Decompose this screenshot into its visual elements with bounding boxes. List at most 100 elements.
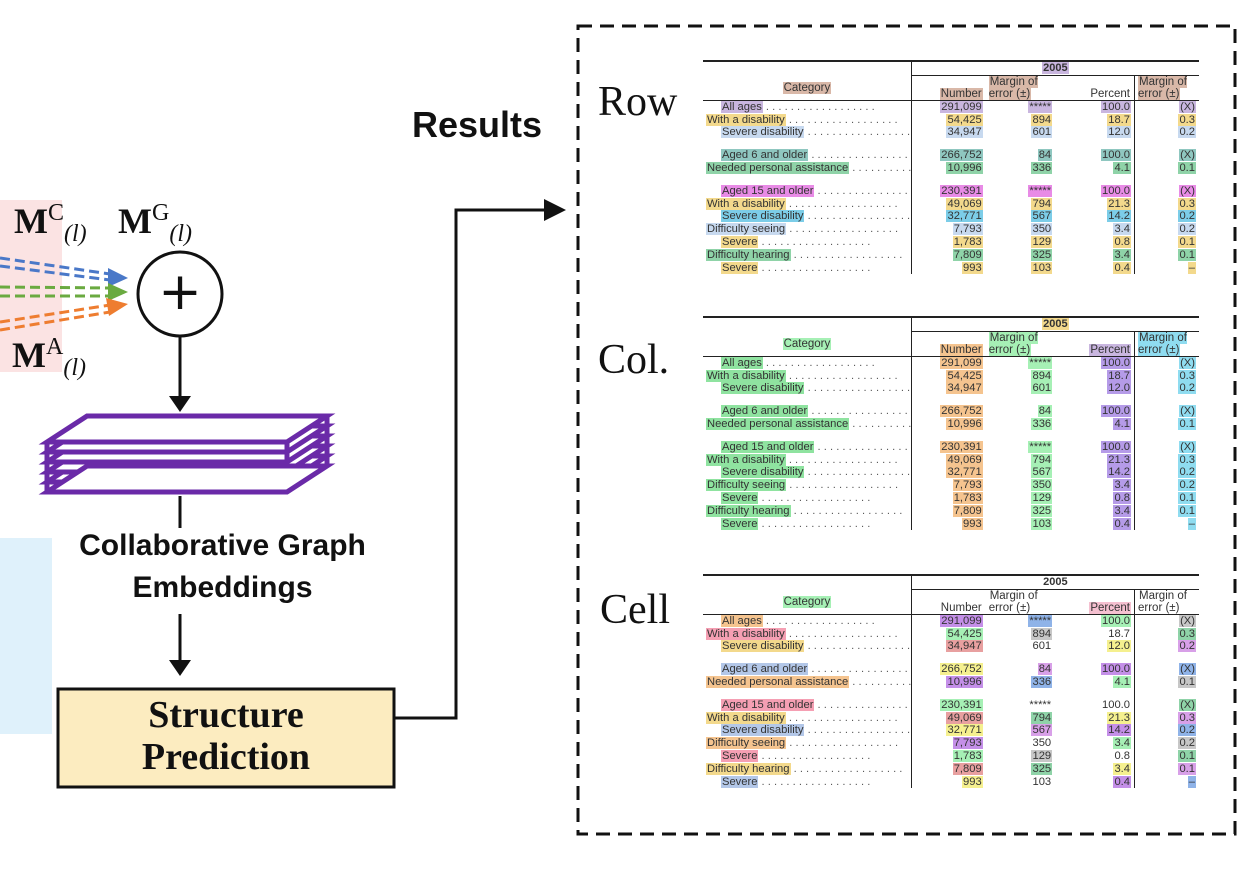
table-cell: 567 xyxy=(986,210,1055,223)
leader-dots: . . . . . . . . . . . . . . . . . . xyxy=(817,440,912,453)
value-margin-error: 84 xyxy=(1037,149,1053,162)
table-cell xyxy=(1055,653,1134,663)
row-label: With a disability xyxy=(706,113,786,126)
value-percent: 100.0 xyxy=(1101,663,1131,676)
table-row: Severe disability . . . . . . . . . . . … xyxy=(703,210,1199,224)
value-percent: 3.4 xyxy=(1113,248,1131,261)
value-margin-error-2: – xyxy=(1187,775,1196,788)
row-label: Aged 6 and older xyxy=(721,149,809,162)
spacer-row xyxy=(703,174,1199,185)
table-cell: 1,783 xyxy=(910,749,986,763)
value-number: 10,996 xyxy=(946,675,983,688)
value-percent: 0.8 xyxy=(1113,491,1131,504)
table-row: Difficulty hearing . . . . . . . . . . .… xyxy=(703,248,1199,262)
table-cell xyxy=(986,175,1055,185)
value-margin-error: 894 xyxy=(1031,113,1053,126)
value-percent: 21.3 xyxy=(1107,453,1131,466)
table-cell: Severe . . . . . . . . . . . . . . . . .… xyxy=(703,775,911,789)
value-margin-error: ***** xyxy=(1028,440,1053,453)
value-number: 34,947 xyxy=(946,640,983,653)
table-cell: (X) xyxy=(1134,356,1199,370)
prediction-line1: Structure xyxy=(148,694,304,736)
header-margin-error-2: Margin of error (±) xyxy=(1138,589,1187,614)
value-margin-error-2: 0.2 xyxy=(1178,466,1196,479)
table-cell: 336 xyxy=(986,675,1055,689)
value-number: 1,783 xyxy=(952,491,983,504)
table-cell: 129 xyxy=(986,235,1055,249)
table-row: All ages . . . . . . . . . . . . . . . .… xyxy=(703,100,1199,114)
table-cell: 350 xyxy=(986,223,1055,236)
table-cell: 0.2 xyxy=(1134,126,1199,140)
value-margin-error: 794 xyxy=(1031,197,1053,210)
table-cell: 7,793 xyxy=(910,479,986,492)
table-cell: 7,809 xyxy=(910,248,986,262)
row-label: Aged 15 and older xyxy=(721,184,815,197)
value-percent: 14.2 xyxy=(1107,724,1131,737)
value-margin-error-2: 0.1 xyxy=(1178,749,1196,762)
table-row: With a disability . . . . . . . . . . . … xyxy=(703,453,1199,467)
table-cell: 0.4 xyxy=(1055,517,1134,531)
table-cell: Margin of error (±) xyxy=(985,331,1056,357)
table-cell: 100.0 xyxy=(1055,405,1134,418)
value-percent: 4.1 xyxy=(1113,417,1131,430)
table-cell: ***** xyxy=(986,356,1055,369)
table-cell: 336 xyxy=(986,417,1055,431)
table-cell xyxy=(910,688,986,699)
table-cell: 325 xyxy=(986,504,1055,518)
value-margin-error-2: (X) xyxy=(1179,184,1196,197)
leader-dots: . . . . . . . . . . . . . . . . . . xyxy=(804,724,912,737)
table-cell: 34,947 xyxy=(910,382,986,396)
value-percent: 14.2 xyxy=(1107,466,1131,479)
table-cell: Difficulty hearing . . . . . . . . . . .… xyxy=(703,248,911,262)
leader-dots: . . . . . . . . . . . . . . . . . . xyxy=(804,466,912,479)
table-cell: – xyxy=(1134,775,1199,789)
table-cell: 3.4 xyxy=(1055,479,1134,492)
value-margin-error-2: (X) xyxy=(1179,356,1196,369)
table-cell xyxy=(1134,395,1199,406)
structure-prediction-label: Structure Prediction xyxy=(58,694,394,778)
table-cell xyxy=(910,139,986,150)
table-cell xyxy=(1134,688,1199,699)
value-percent: 12.0 xyxy=(1107,126,1131,139)
table-cell: Margin of error (±) xyxy=(1134,589,1199,615)
header-category: Category xyxy=(782,81,832,94)
table-row: With a disability . . . . . . . . . . . … xyxy=(703,369,1199,383)
value-margin-error: 350 xyxy=(1031,223,1053,236)
table-row: Aged 15 and older . . . . . . . . . . . … xyxy=(703,698,1199,712)
value-percent: 3.4 xyxy=(1113,504,1131,517)
table-cell: Margin of error (±) xyxy=(985,589,1056,615)
plus-sign: + xyxy=(158,262,202,322)
value-margin-error-2: (X) xyxy=(1179,663,1196,676)
table-cell: 100.0 xyxy=(1055,663,1134,676)
table-row: Difficulty seeing . . . . . . . . . . . … xyxy=(703,737,1199,750)
value-percent: 100.0 xyxy=(1101,100,1131,113)
table-cell xyxy=(986,395,1055,405)
value-margin-error-2: 0.1 xyxy=(1178,161,1196,174)
table-cell xyxy=(703,175,911,185)
table-cell xyxy=(703,139,911,149)
table-cell: (X) xyxy=(1134,149,1199,162)
table-cell: 12.0 xyxy=(1055,382,1134,395)
table-cell: 103 xyxy=(986,776,1055,789)
row-label: With a disability xyxy=(706,627,786,640)
spacer-row xyxy=(703,653,1199,664)
table-row: All ages . . . . . . . . . . . . . . . .… xyxy=(703,356,1199,370)
table-cell: 0.1 xyxy=(1134,762,1199,776)
table-cell: Number xyxy=(910,331,986,357)
table-row: With a disability . . . . . . . . . . . … xyxy=(703,627,1199,641)
row-label: Severe disability xyxy=(721,724,805,737)
table-row: Severe . . . . . . . . . . . . . . . . .… xyxy=(703,749,1199,763)
table-cell: 7,793 xyxy=(910,737,986,750)
table-row: Difficulty hearing . . . . . . . . . . .… xyxy=(703,504,1199,518)
leader-dots: . . . . . . . . . . . . . . . . . . xyxy=(804,640,912,653)
table-cell: Aged 15 and older . . . . . . . . . . . … xyxy=(703,184,911,198)
table-cell xyxy=(986,431,1055,441)
table-cell: 325 xyxy=(986,762,1055,776)
leader-dots: . . . . . . . . . . . . . . . . . . xyxy=(758,261,871,274)
table-row: Severe disability . . . . . . . . . . . … xyxy=(703,724,1199,738)
table-cell: Difficulty hearing . . . . . . . . . . .… xyxy=(703,504,911,518)
value-percent: 12.0 xyxy=(1107,640,1131,653)
value-margin-error-2: (X) xyxy=(1179,405,1196,418)
row-label: Severe disability xyxy=(721,382,805,395)
